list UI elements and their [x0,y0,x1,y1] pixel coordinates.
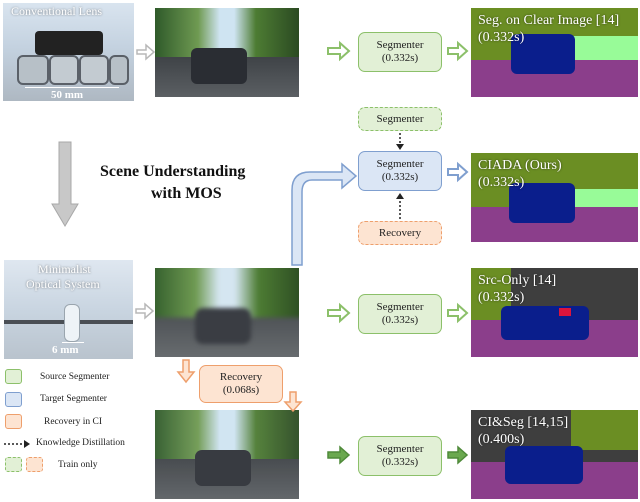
arrow-lens-to-mos [51,141,79,227]
box-time: (0.332s) [381,52,419,64]
result-time: (0.332s) [478,30,525,45]
arrow-srconly-to-result [447,302,469,324]
arrow-photo-to-segmenter [327,40,351,62]
result-title: CI&Seg [14,15] [478,415,569,430]
arrow-mos-to-photo [135,302,155,320]
result-title: Src-Only [14] [478,273,557,288]
recovery-ci-box: Recovery (0.068s) [199,365,283,403]
box-name: Segmenter [376,113,424,125]
legend-label: Knowledge Distillation [36,438,125,448]
car [191,48,247,84]
lens-element [109,55,129,85]
result-title: Seg. on Clear Image [14] [478,13,620,28]
box-time: (0.068s) [222,384,260,396]
box-time: (0.332s) [381,314,419,326]
mos-label-line2: Optical System [26,277,100,291]
result-time: (0.332s) [478,175,525,190]
lens-barrel [35,31,103,55]
result-ciada: CIADA (Ours) (0.332s) [471,153,638,242]
mos-photo: Minimalist Optical System 6 mm [4,260,133,359]
result-clear-image: Seg. on Clear Image [14] (0.332s) [471,8,638,97]
recovered-street-photo [155,410,299,499]
legend-dashed-orange-swatch [26,457,43,472]
box-name: Segmenter [376,158,424,170]
conventional-lens-photo: Conventional Lens 50 mm [3,3,134,101]
legend-label: Source Segmenter [40,372,110,382]
scale-bar-line [62,342,84,343]
arrow-ciada-to-result [447,161,469,183]
result-ci-seg: CI&Seg [14,15] (0.400s) [471,410,638,499]
lens-element [17,55,49,85]
arrow-segmenter-to-result [447,40,469,62]
legend-green-swatch [5,369,22,384]
car [195,450,251,486]
box-name: Segmenter [376,443,424,455]
arrow-recovered-to-segmenter [327,445,351,465]
result-time: (0.332s) [478,290,525,305]
lens-element [79,55,109,85]
box-name: Recovery [219,371,263,383]
box-time: (0.332s) [381,171,419,183]
recovery-train-box: Recovery [358,221,442,245]
box-time: (0.332s) [381,456,419,468]
segmenter-src-only-box: Segmenter (0.332s) [358,294,442,334]
arrow-lens-to-photo [136,43,156,61]
lens-element [49,55,79,85]
result-src-only: Src-Only [14] (0.332s) [471,268,638,357]
legend-label: Recovery in CI [44,417,103,427]
conventional-lens-label: Conventional Lens [11,4,102,18]
optical-lens [64,304,80,342]
arrow-ciseg-to-result [447,445,469,465]
segmenter-ciada-box: Segmenter (0.332s) [358,151,442,191]
scale-bar-value: 6 mm [52,344,79,356]
legend-label: Target Segmenter [40,394,107,404]
segmenter-distill-box: Segmenter [358,107,442,131]
center-title-line1: Scene Understanding [100,163,246,180]
result-title: CIADA (Ours) [478,158,562,173]
box-name: Recovery [378,227,422,239]
segmenter-clear-box: Segmenter (0.332s) [358,32,442,72]
box-name: Segmenter [376,39,424,51]
blurry-street-photo [155,268,299,357]
legend-label: Train only [58,460,98,470]
arrow-blurry-to-segmenter [327,302,351,324]
mos-label-line1: Minimalist [38,262,91,276]
scale-bar-line [25,87,119,88]
scale-bar-value: 50 mm [51,89,84,101]
arrow-blurry-to-recovery [176,359,196,384]
legend-dashed-green-swatch [5,457,22,472]
arrow-blurry-to-ciada [291,162,358,266]
legend-orange-swatch [5,414,22,429]
clear-street-photo [155,8,299,97]
center-title-line2: with MOS [151,185,222,202]
car [195,308,251,344]
box-name: Segmenter [376,301,424,313]
arrow-recovery-to-recovered [283,391,303,413]
result-time: (0.400s) [478,432,525,447]
legend-blue-swatch [5,392,22,407]
segmenter-ci-seg-box: Segmenter (0.332s) [358,436,442,476]
